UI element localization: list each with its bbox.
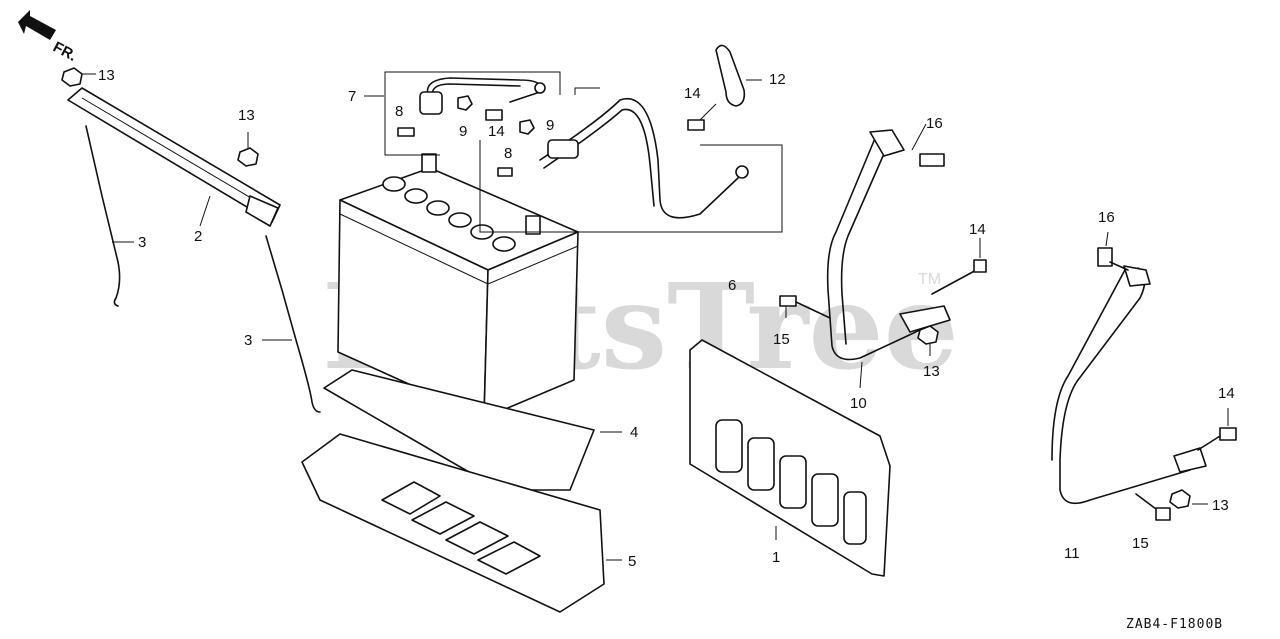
callout-label: 6 [728,277,736,294]
hex-bolt-icon [497,167,513,177]
callout-label: 8 [504,145,512,162]
battery-j-bolt [265,235,321,413]
trademark-mark: TM [918,271,941,288]
battery-cover [689,339,891,577]
callout-label: 13 [98,67,115,84]
callout-label: 7 [348,88,356,105]
callout-label: 9 [546,117,554,134]
positive-battery-cable [539,98,749,219]
flange-nut-icon [61,67,83,87]
leader-lines [82,73,1229,561]
flange-nut-icon [237,147,259,167]
hex-bolt-icon [397,127,415,137]
battery-cap-icon [382,176,516,252]
callout-label: 14 [488,123,505,140]
diagram-code: ZAB4-F1800B [1126,617,1223,632]
hex-bolt-icon [779,295,831,319]
hex-bolt-icon [931,259,987,295]
callout-label: 13 [1212,497,1229,514]
callout-label: 3 [138,234,146,251]
battery [337,153,579,419]
hex-bolt-icon [919,153,945,167]
hex-bolt-icon [485,109,503,121]
hex-bolt-icon [1197,427,1237,451]
callout-label: 5 [628,553,636,570]
callout-label: 14 [969,221,986,238]
callout-label: 14 [684,85,701,102]
callout-label: 13 [238,107,255,124]
battery-j-bolt [85,125,121,307]
callout-label: 16 [926,115,943,132]
callout-label: 2 [194,228,202,245]
front-direction-arrow-icon [18,10,56,40]
callout-label: 15 [773,331,790,348]
callout-label: 1 [772,549,780,566]
battery-terminal-icon [421,153,541,235]
flange-nut-icon [1169,489,1191,509]
callout-label: 4 [630,424,638,441]
callout-label: 3 [244,332,252,349]
callout-label: 12 [769,71,786,88]
hex-nut-icon [457,95,473,111]
battery-stay [1051,265,1207,505]
callout-label: 16 [1098,209,1115,226]
hex-bolt-icon [687,119,705,131]
battery-hold-down-bar [67,87,281,227]
hex-bolt-icon [1135,493,1171,521]
callout-label: 11 [1064,545,1080,562]
negative-battery-cable [419,77,546,115]
callout-label: 13 [923,363,940,380]
battery-tray [301,433,605,613]
callout-label: 10 [850,395,867,412]
hex-nut-icon [519,119,535,135]
callout-label: 14 [1218,385,1235,402]
callout-label: 8 [395,103,403,120]
hex-bolt-icon [1097,247,1129,271]
flange-nut-icon [917,325,939,345]
callout-label: 9 [459,123,467,140]
terminal-cover [715,44,746,107]
callout-label: 15 [1132,535,1149,552]
direction-label: FR. [50,39,79,65]
